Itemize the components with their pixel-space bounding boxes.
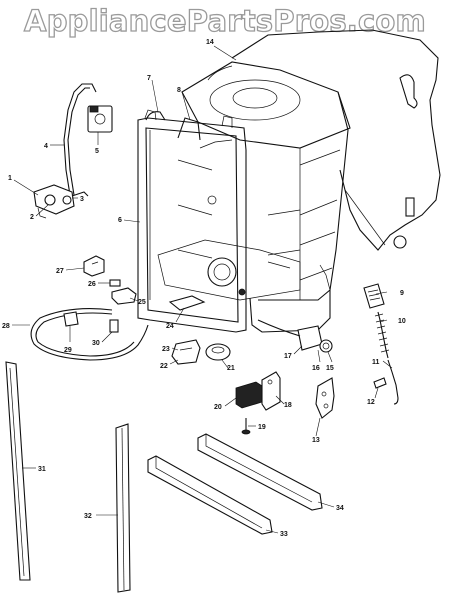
callout-17: 17 (284, 353, 292, 360)
callout-22: 22 (160, 363, 168, 370)
callout-28: 28 (2, 323, 10, 330)
callout-12: 12 (367, 399, 375, 406)
callout-3: 3 (80, 196, 84, 203)
callout-1: 1 (8, 175, 12, 182)
side-trim-32 (115, 423, 131, 593)
spray-plate-24 (168, 295, 206, 311)
callout-16: 16 (312, 365, 320, 372)
callout-20: 20 (214, 404, 222, 411)
hinge-bracket-13 (315, 377, 335, 419)
water-inlet-valve (33, 184, 89, 219)
callout-13: 13 (312, 437, 320, 444)
callout-14: 14 (206, 39, 214, 46)
callout-34: 34 (336, 505, 344, 512)
callout-24: 24 (166, 323, 174, 330)
screw-19 (241, 418, 251, 435)
callout-32: 32 (84, 513, 92, 520)
door-spring-assembly (363, 283, 399, 405)
callout-10: 10 (398, 318, 406, 325)
callout-33: 33 (280, 531, 288, 538)
callout-26: 26 (88, 281, 96, 288)
callout-5: 5 (95, 148, 99, 155)
leader-lines (12, 45, 393, 534)
callout-21: 21 (227, 365, 235, 372)
callout-7: 7 (147, 75, 151, 82)
callout-6: 6 (118, 217, 122, 224)
callout-19: 19 (258, 424, 266, 431)
insulation-panel (231, 29, 441, 251)
toe-panel-34 (197, 433, 323, 511)
junction-box-20 (235, 381, 263, 409)
callout-labels: 1 2 3 4 5 6 7 8 9 10 11 12 13 14 15 16 1… (2, 39, 406, 538)
clip-26 (109, 279, 121, 287)
callout-9: 9 (400, 290, 404, 297)
callout-25: 25 (138, 299, 146, 306)
callout-31: 31 (38, 466, 46, 473)
float-switch-25 (111, 287, 137, 305)
callout-29: 29 (64, 347, 72, 354)
callout-23: 23 (162, 346, 170, 353)
motor-assembly (171, 339, 231, 365)
drain-hose-28 (30, 308, 149, 361)
callout-4: 4 (44, 143, 48, 150)
callout-8: 8 (177, 87, 181, 94)
dishwasher-tub (137, 61, 351, 333)
bracket-27 (83, 255, 105, 277)
callout-18: 18 (284, 402, 292, 409)
vent-and-fill-hose (63, 83, 113, 196)
bracket-18 (261, 371, 281, 411)
callout-15: 15 (326, 365, 334, 372)
callout-11: 11 (372, 359, 380, 366)
toe-plate-33 (147, 455, 273, 535)
callout-30: 30 (92, 340, 100, 347)
thermostat-assembly (257, 319, 333, 353)
callout-27: 27 (56, 268, 64, 275)
site-watermark: AppliancePartsPros.com (23, 3, 426, 38)
side-trim-31 (5, 361, 31, 581)
callout-2: 2 (30, 214, 34, 221)
